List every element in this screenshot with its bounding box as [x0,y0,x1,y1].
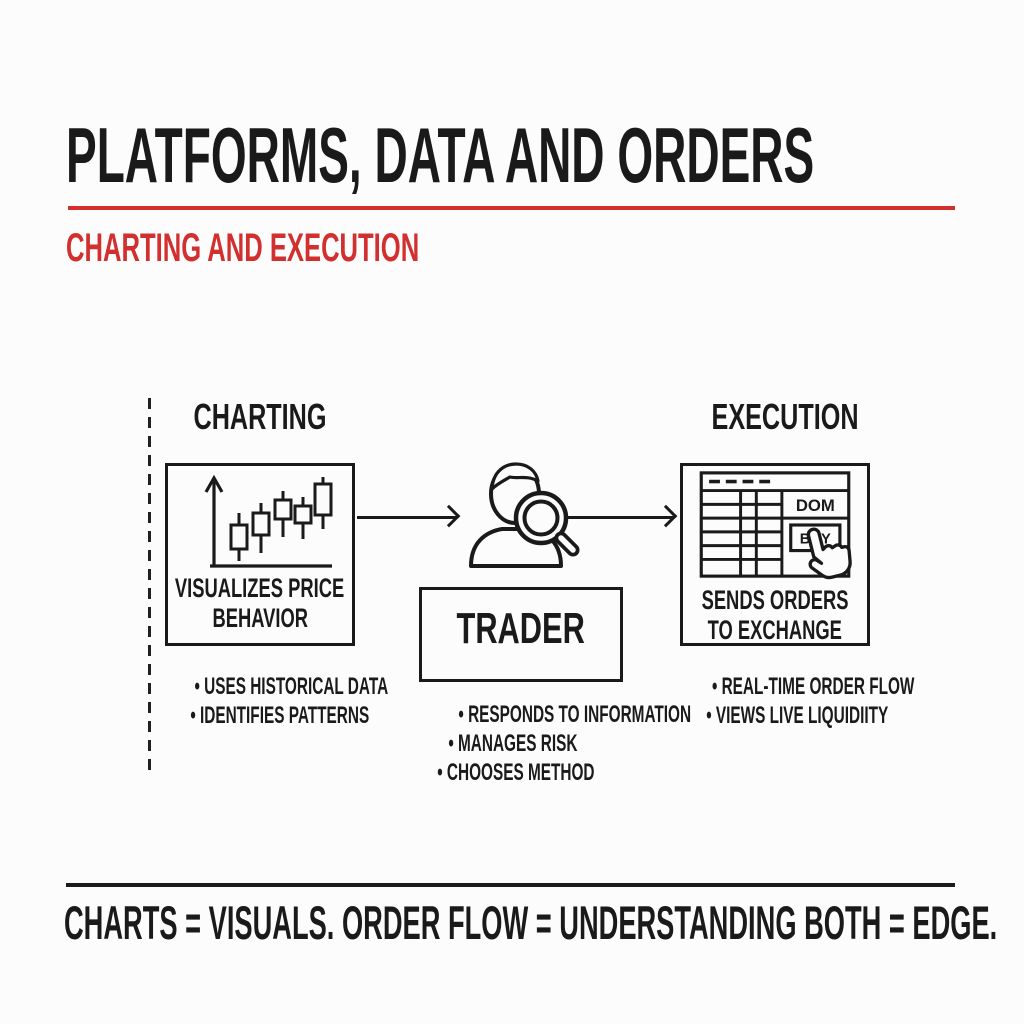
bullet-item: • RESPONDS TO INFORMATION [458,701,692,728]
title-underline-rule [68,206,955,210]
dom-panel-icon: DOM BUY [699,471,852,580]
dom-label: DOM [796,496,835,515]
page-subtitle-text: CHARTING AND EXECUTION [66,226,420,270]
execution-card-label: SENDS ORDERS TO EXCHANGE [701,585,849,645]
bullet-item: • USES HISTORICAL DATA [194,673,389,700]
trader-magnifier-icon [456,454,582,573]
page-title: PLATFORMS, DATA AND ORDERS [66,116,1024,194]
bullet-item: • IDENTIFIES PATTERNS [190,702,370,729]
bullet-item: • CHOOSES METHOD [437,759,595,786]
dashed-divider-line [148,398,151,770]
execution-section-header: EXECUTION [711,396,859,437]
hand-cursor-icon [806,527,852,580]
charting-card: VISUALIZES PRICE BEHAVIOR [165,463,355,646]
window-title-dashes [709,479,771,484]
arrow-trader-to-execution-icon [568,516,674,519]
charting-card-label: VISUALIZES PRICE BEHAVIOR [175,573,345,633]
bullet-item: • MANAGES RISK [448,730,578,757]
arrow-charting-to-trader-icon [357,516,457,519]
footer-rule [66,883,955,887]
bullet-item: • REAL-TIME ORDER FLOW [711,673,915,700]
execution-card: DOM BUY SENDS ORDERS TO EXCHANGE [680,463,870,646]
execution-bullets: • REAL-TIME ORDER FLOW • VIEWS LIVE LIQU… [655,672,915,730]
trader-box: TRADER [419,587,623,682]
page-title-text: PLATFORMS, DATA AND ORDERS [66,111,815,199]
bullet-item: • VIEWS LIVE LIQUIDIITY [706,702,889,729]
charting-section-header: CHARTING [193,396,327,437]
trader-bullets: • RESPONDS TO INFORMATION • MANAGES RISK… [393,700,692,787]
candlestick-chart-icon [204,474,333,568]
trader-box-label: TRADER [456,603,586,653]
footer-tagline: CHARTS = VISUALS. ORDER FLOW = UNDERSTAN… [64,896,998,949]
charting-bullets: • USES HISTORICAL DATA • IDENTIFIES PATT… [140,672,389,730]
page-subtitle: CHARTING AND EXECUTION [66,228,618,268]
